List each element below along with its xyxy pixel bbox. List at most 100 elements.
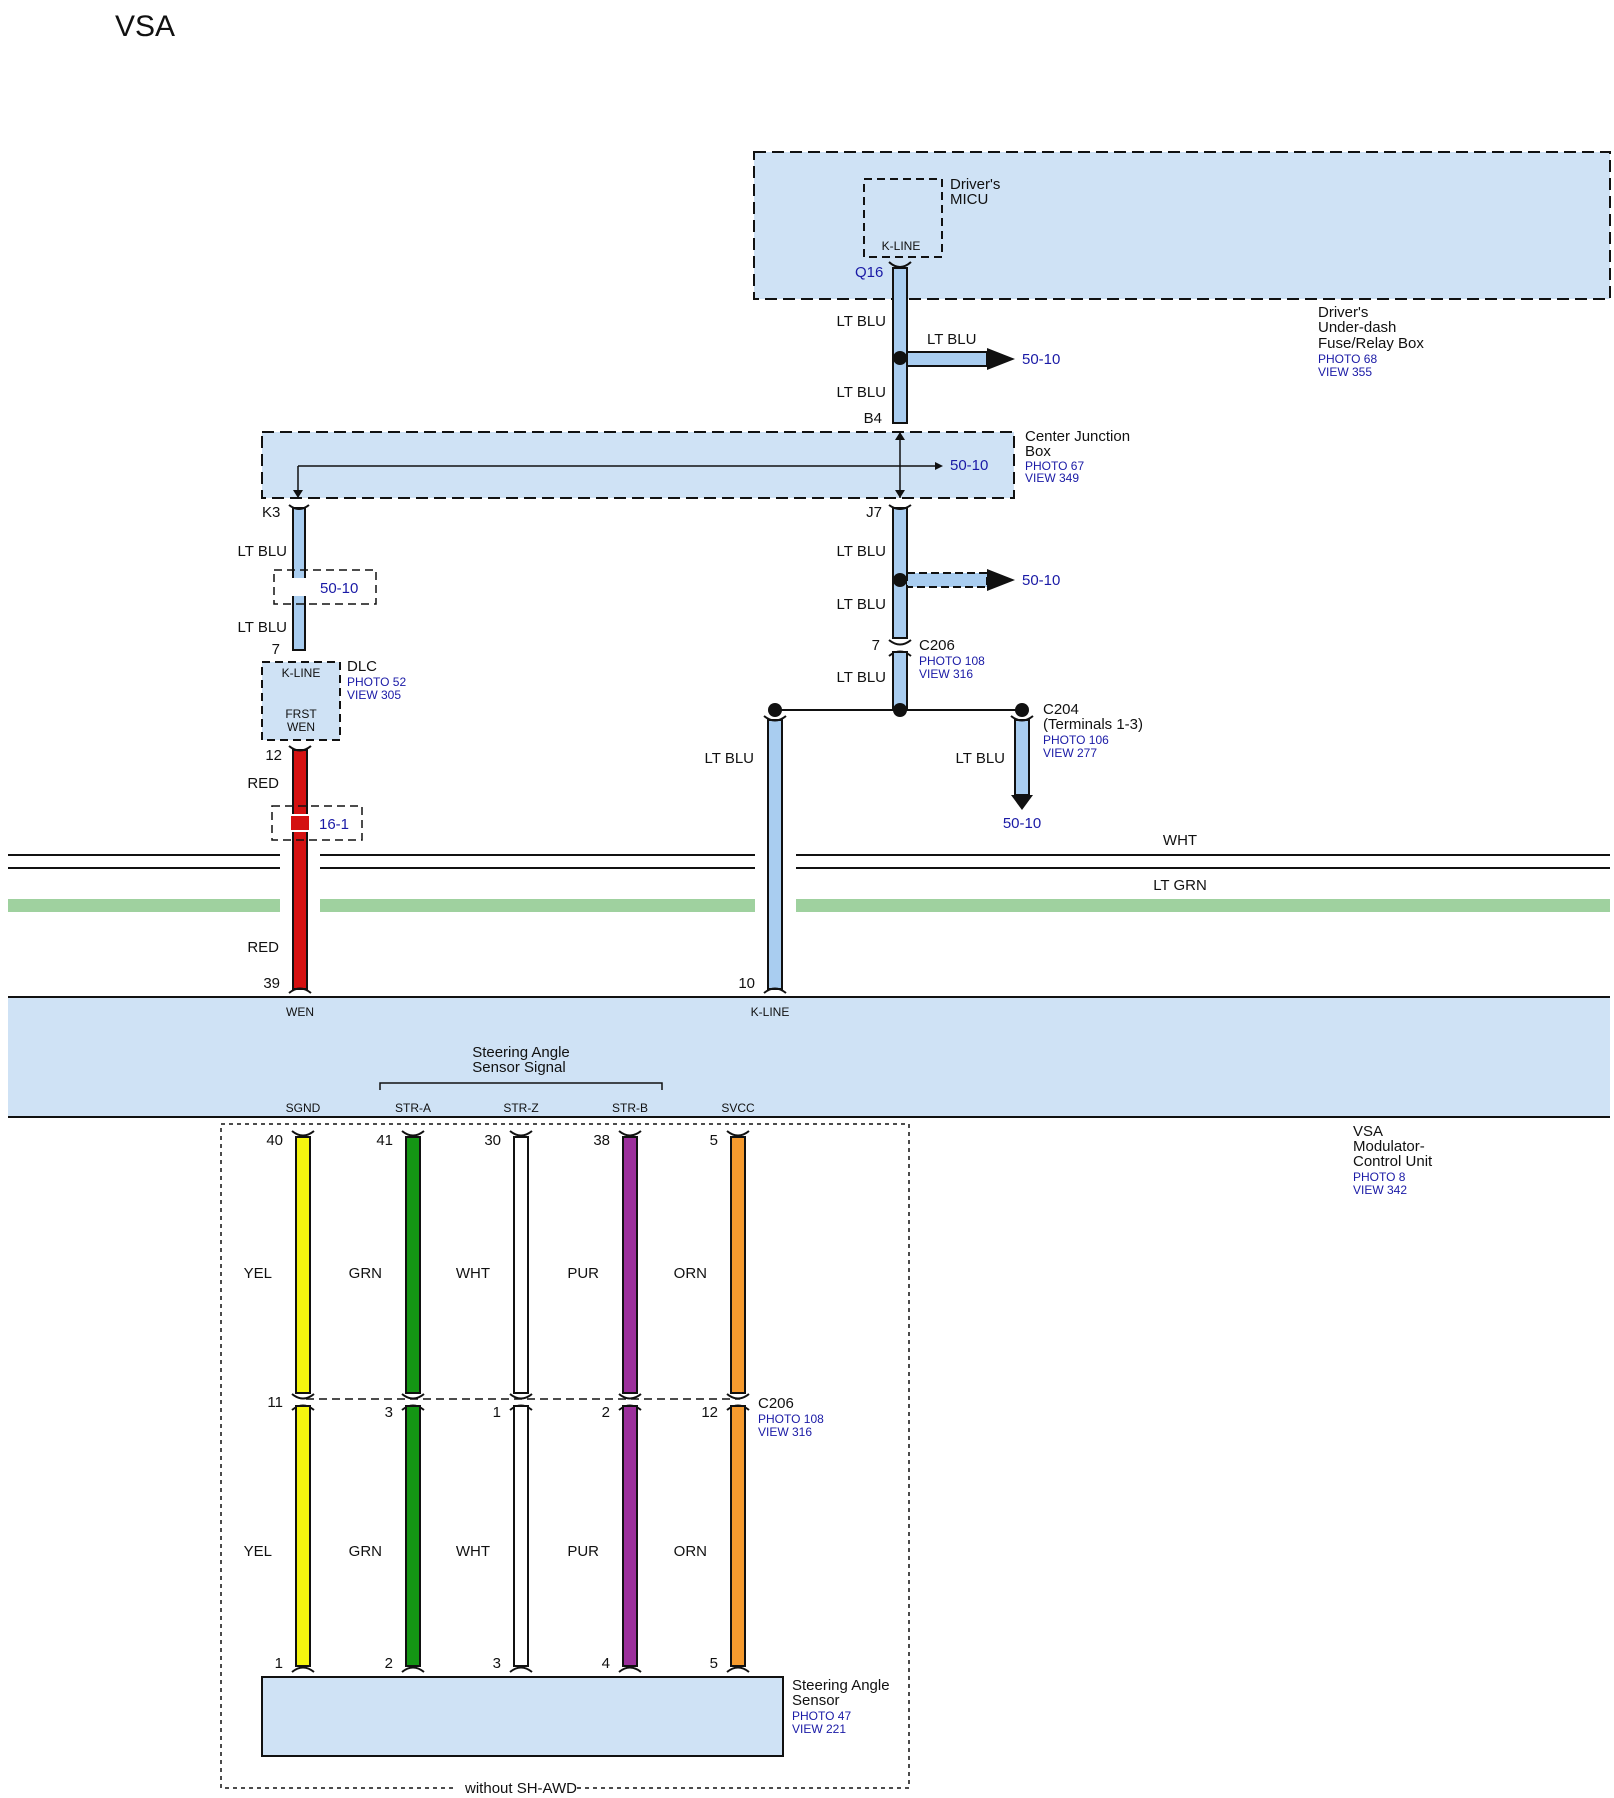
sensor-box [261, 1676, 784, 1757]
dlc-pin-12: 12 [265, 747, 282, 764]
dlc-pin-bottom-line2: WEN [287, 720, 315, 734]
wen-ref: 16-1 [319, 816, 349, 833]
wire-lower-color-str-z: WHT [456, 1543, 490, 1560]
j7-upper-color: LT BLU [837, 543, 886, 560]
wire-lower-str-z [513, 1405, 529, 1667]
terminal-k3: K3 [262, 504, 280, 521]
dlc-pin-top-label: K-LINE [282, 666, 321, 680]
splice-top [893, 351, 907, 365]
connector-c206-upper-str-a [401, 1393, 425, 1400]
sensor-photo: PHOTO 47 [792, 1709, 851, 1723]
c206-top-name: C206 [919, 637, 955, 654]
wire-lower-color-svcc: ORN [674, 1543, 707, 1560]
c206-top-pin: 7 [872, 637, 880, 654]
wire-j7-branch [906, 572, 988, 588]
wire-top-branch [906, 351, 988, 367]
c206-pin-sgnd: 11 [267, 1394, 283, 1411]
kline-pin: 10 [738, 975, 755, 992]
wire-lower-str-b [622, 1405, 638, 1667]
connector-sensor-mark-svcc [726, 1666, 750, 1673]
wire-upper-color-svcc: ORN [674, 1265, 707, 1282]
vsa-pin-str-a: 41 [376, 1132, 393, 1149]
vsa-pin-svcc: 5 [710, 1132, 718, 1149]
c204-ref: 50-10 [1003, 815, 1041, 832]
wire-top-branch-color: LT BLU [927, 331, 976, 348]
c204-terminals: (Terminals 1-3) [1043, 716, 1143, 733]
fuse-box-view: VIEW 355 [1318, 365, 1372, 379]
wire-upper-color-sgnd: YEL [244, 1265, 272, 1282]
wire-upper-str-b [622, 1136, 638, 1394]
connector-vsa-mark-sgnd [291, 1130, 315, 1137]
wire-upper-color-str-b: PUR [567, 1265, 599, 1282]
cjb-photo: PHOTO 67 [1025, 459, 1084, 473]
fuse-box-photo: PHOTO 68 [1318, 352, 1377, 366]
c206-top-view: VIEW 316 [919, 667, 973, 681]
connector-vsa-mark-svcc [726, 1130, 750, 1137]
sensor-pin-str-z: 3 [493, 1655, 501, 1672]
c206-below-color: LT BLU [837, 669, 886, 686]
wen-pin: 39 [263, 975, 280, 992]
connector-kline-bottom-mark [763, 987, 787, 994]
sensor-signal-group-line2: Sensor Signal [472, 1059, 565, 1076]
connector-vsa-mark-str-b [618, 1130, 642, 1137]
dlc-photo: PHOTO 52 [347, 675, 406, 689]
fuse-box-name-line2: Under-dash [1318, 319, 1396, 336]
connector-c206-upper-str-z [509, 1393, 533, 1400]
cjb-arrow-down [895, 490, 905, 498]
splice-center [893, 703, 907, 717]
c206-lower-view: VIEW 316 [758, 1425, 812, 1439]
wire-lower-color-str-b: PUR [567, 1543, 599, 1560]
wire-top-upper-color: LT BLU [837, 313, 886, 330]
wire-lower-color-str-a: GRN [349, 1543, 382, 1560]
fuse-box-name-line1: Driver's [1318, 304, 1368, 321]
connector-sensor-mark-str-z [509, 1666, 533, 1673]
dlc-branch-lower-color: LT BLU [238, 619, 287, 636]
c206-top-photo: PHOTO 108 [919, 654, 985, 668]
connector-kline-top-mark [763, 715, 787, 722]
page-title: VSA [115, 10, 175, 43]
vsa-pin-label-str-b: STR-B [612, 1101, 648, 1115]
sensor-pin-svcc: 5 [710, 1655, 718, 1672]
bus-ltgrn [8, 899, 1610, 912]
wire-micu-to-cjb [892, 267, 908, 424]
dlc-pin-bottom-line1: FRST [285, 707, 317, 721]
bus-ltgrn-label: LT GRN [1153, 877, 1207, 894]
wen-upper-color: RED [247, 775, 279, 792]
wire-top-lower-color: LT BLU [837, 384, 886, 401]
wire-kline [767, 719, 783, 990]
vsa-pin-label-str-a: STR-A [395, 1101, 431, 1115]
connector-sensor-mark-sgnd [291, 1666, 315, 1673]
dlc-view: VIEW 305 [347, 688, 401, 702]
sensor-signal-bracket [379, 1082, 663, 1090]
kline-color: LT BLU [705, 750, 754, 767]
connector-dlc12-mark [288, 745, 312, 752]
c204-arrow [1011, 795, 1033, 810]
wire-lower-svcc [730, 1405, 746, 1667]
vsa-unit-name-line2: Modulator- [1353, 1138, 1425, 1155]
connector-sensor-mark-str-b [618, 1666, 642, 1673]
wire-upper-color-str-a: GRN [349, 1265, 382, 1282]
wire-top-branch-ref: 50-10 [1022, 351, 1060, 368]
c206-pin-svcc: 12 [701, 1404, 718, 1421]
branch-arrow-top [987, 348, 1015, 370]
wire-upper-str-z [513, 1136, 529, 1394]
fuse-box-name-line3: Fuse/Relay Box [1318, 335, 1424, 352]
splice-left [768, 703, 782, 717]
cjb-view: VIEW 349 [1025, 471, 1079, 485]
dlc-outline [261, 661, 341, 741]
connector-c204-mark [1010, 715, 1034, 722]
wen-ref-box [271, 805, 363, 841]
vsa-unit-name-line1: VSA [1353, 1123, 1383, 1140]
connector-c206-upper-svcc [726, 1393, 750, 1400]
bus-wht [8, 854, 1610, 869]
dlc-branch-ref-box [273, 569, 377, 605]
vsa-wen-pin-label: WEN [286, 1005, 314, 1019]
j7-branch-ref: 50-10 [1022, 572, 1060, 589]
cjb-arrow-up [895, 432, 905, 440]
c204-photo: PHOTO 106 [1043, 733, 1109, 747]
cjb-name-line1: Center Junction [1025, 428, 1130, 445]
dlc-branch-upper-color: LT BLU [238, 543, 287, 560]
wire-lower-color-sgnd: YEL [244, 1543, 272, 1560]
dlc-branch-ref-gap [291, 578, 307, 596]
